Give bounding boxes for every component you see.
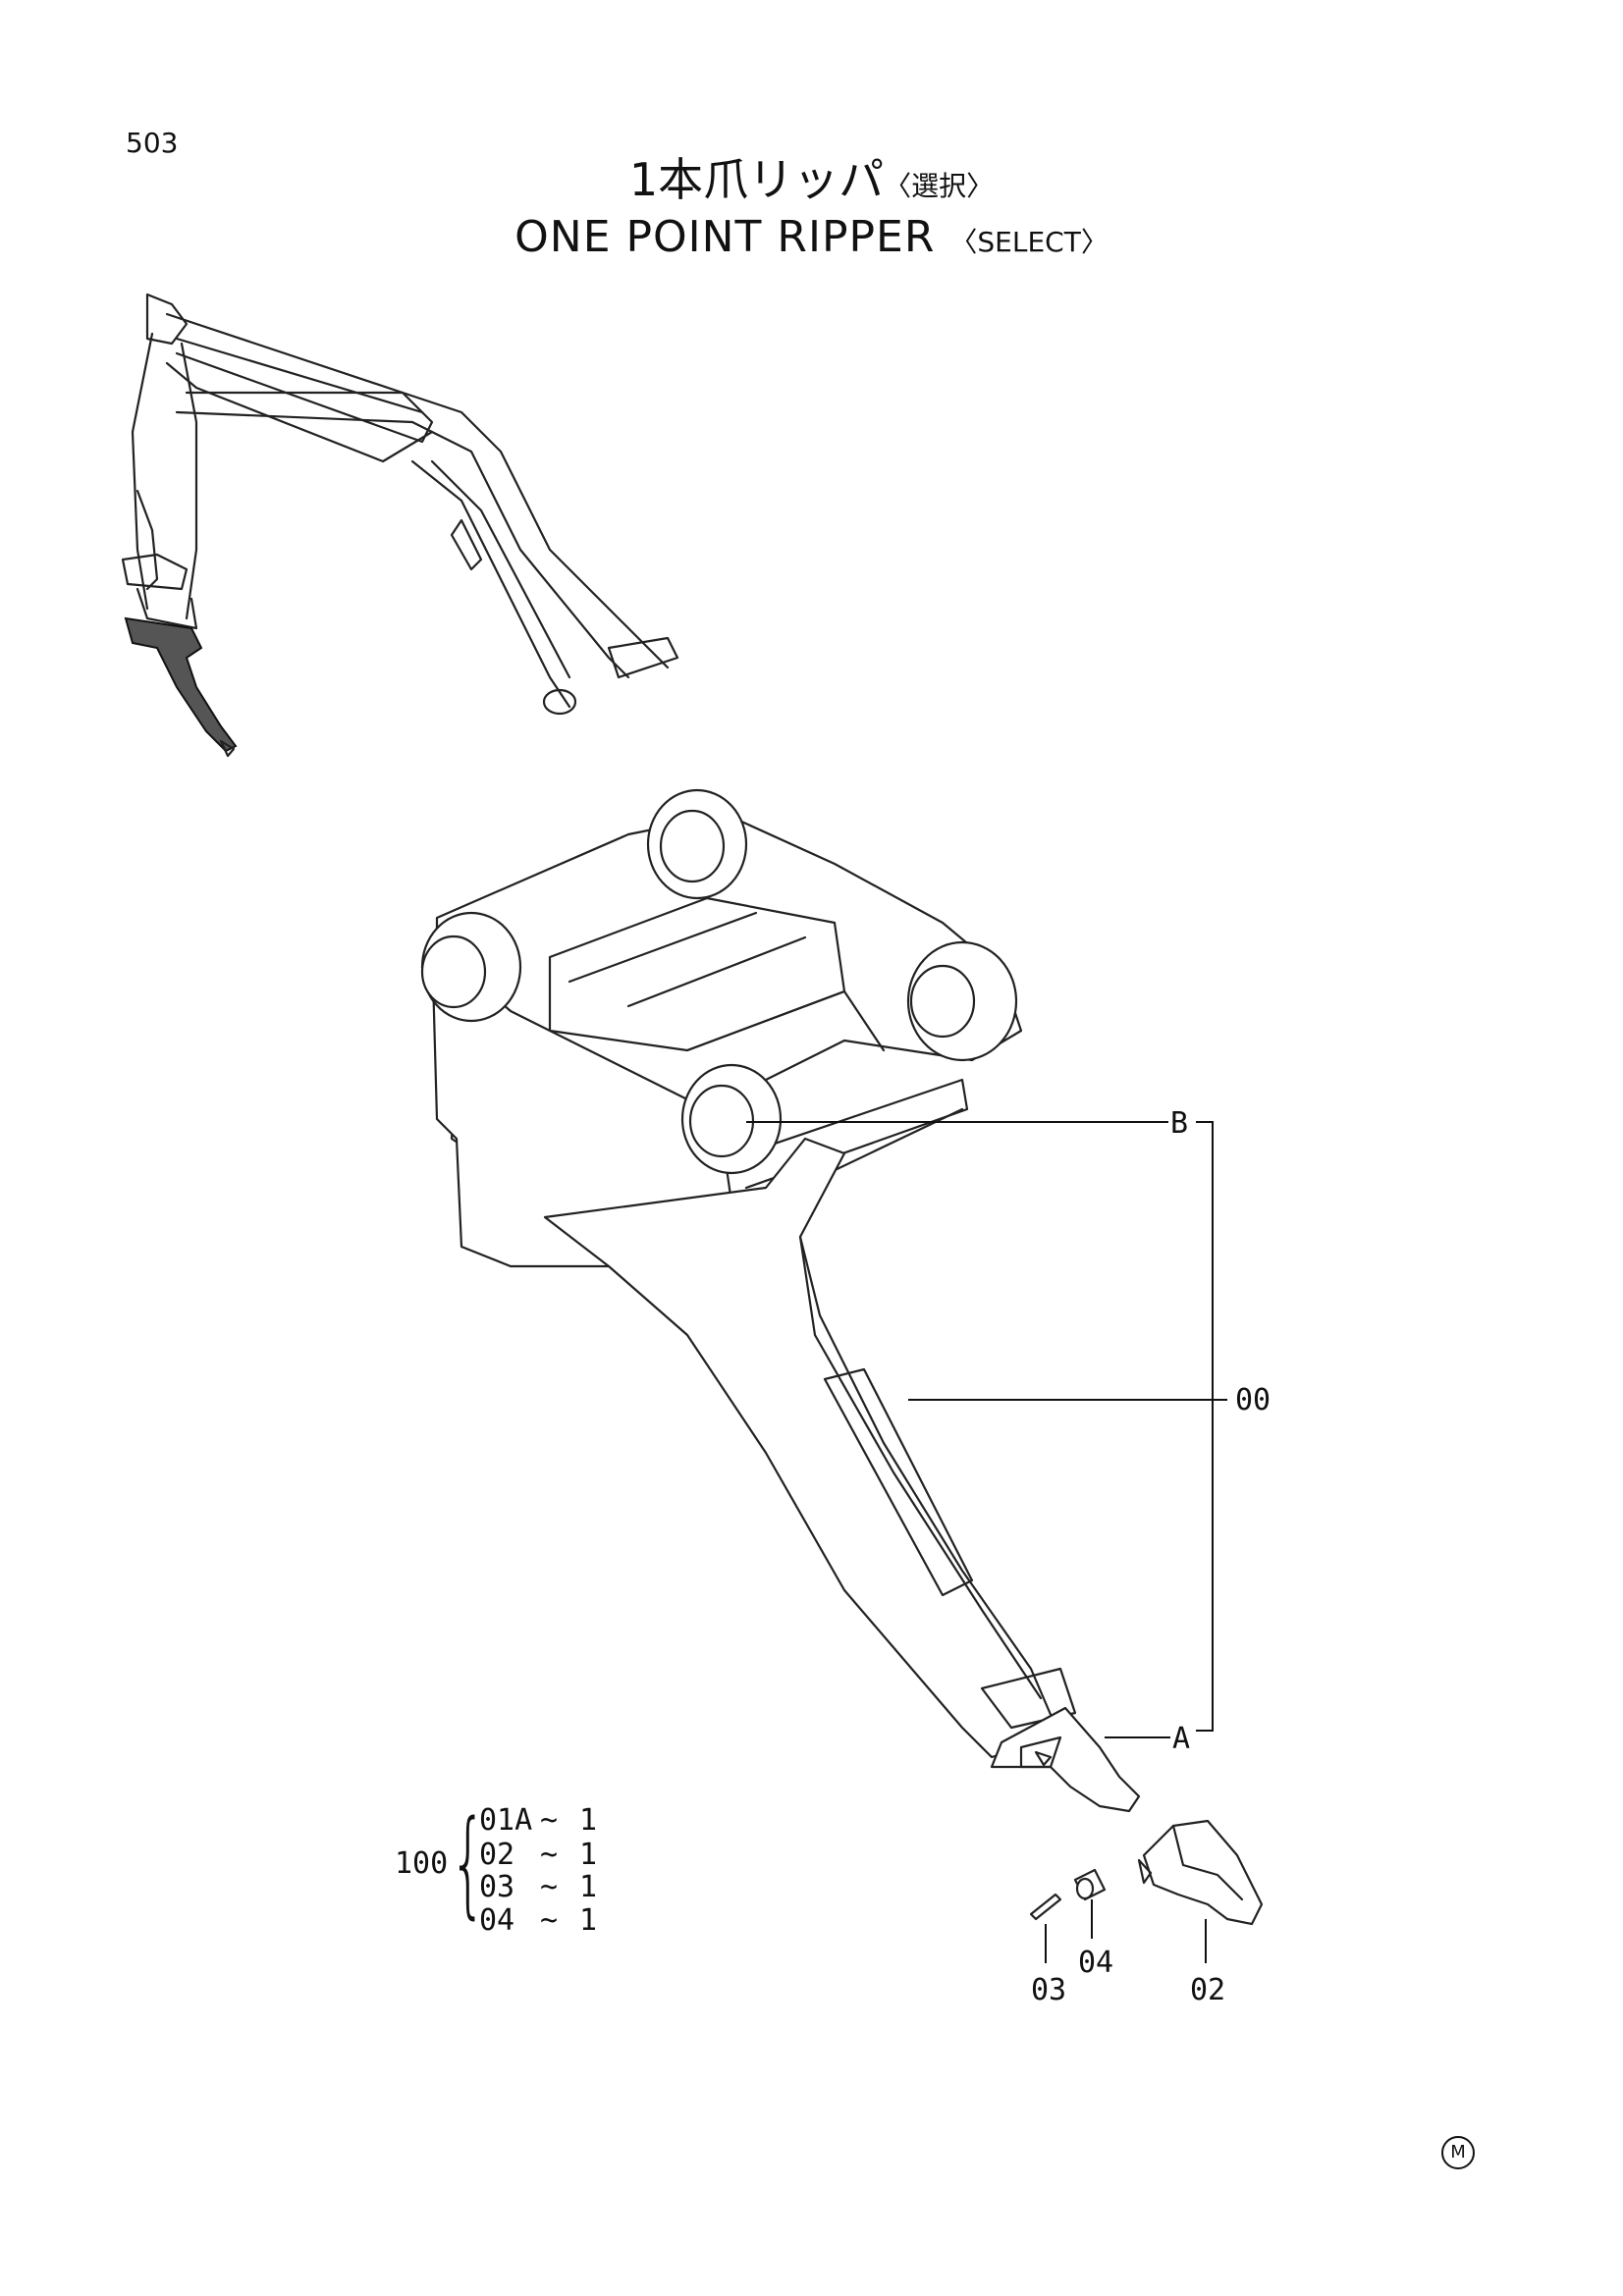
title-jp-main: 1本爪リッパ bbox=[628, 153, 885, 206]
exploded-parts bbox=[1029, 1819, 1264, 1926]
callout-a: A bbox=[1172, 1722, 1191, 1756]
kit-number: 100 bbox=[395, 1846, 449, 1881]
callout-part-04: 04 bbox=[1078, 1946, 1114, 1980]
callout-b: B bbox=[1170, 1106, 1189, 1141]
page-number: 503 bbox=[126, 127, 179, 159]
tooth-part-02 bbox=[1142, 1819, 1264, 1926]
excavator-arm-overview bbox=[121, 293, 679, 758]
ripper-main bbox=[420, 788, 1141, 1813]
kit-item-qty: 1 bbox=[579, 1838, 598, 1872]
kit-item-qty: 1 bbox=[579, 1870, 598, 1904]
kit-item-sep: ~ bbox=[540, 1870, 559, 1904]
kit-item-qty: 1 bbox=[579, 1903, 598, 1938]
title-en-main: ONE POINT RIPPER bbox=[514, 212, 936, 262]
callout-part-03: 03 bbox=[1031, 1973, 1067, 2007]
leader-lines bbox=[746, 1121, 1227, 1963]
kit-item-part: 04 bbox=[479, 1903, 515, 1938]
kit-item-sep: ~ bbox=[540, 1903, 559, 1938]
callout-assembly-00: 00 bbox=[1235, 1383, 1271, 1417]
kit-item-sep: ~ bbox=[540, 1838, 559, 1872]
title-english: ONE POINT RIPPER 〈SELECT〉 bbox=[0, 216, 1623, 259]
kit-item-sep: ~ bbox=[540, 1803, 559, 1838]
kit-item-qty: 1 bbox=[579, 1803, 598, 1838]
title-en-note: 〈SELECT〉 bbox=[949, 226, 1109, 258]
kit-item-part: 01A bbox=[479, 1803, 533, 1838]
kit-item-part: 03 bbox=[479, 1870, 515, 1904]
kit-item-part: 02 bbox=[479, 1838, 515, 1872]
kit-brace: { bbox=[450, 1794, 487, 1930]
callout-part-02: 02 bbox=[1190, 1973, 1226, 2007]
lock-part-03 bbox=[1029, 1893, 1062, 1921]
title-japanese: 1本爪リッパ〈選択〉 bbox=[0, 157, 1623, 202]
manufacturer-mark: M bbox=[1441, 2136, 1475, 2169]
title-jp-note: 〈選択〉 bbox=[884, 170, 995, 202]
